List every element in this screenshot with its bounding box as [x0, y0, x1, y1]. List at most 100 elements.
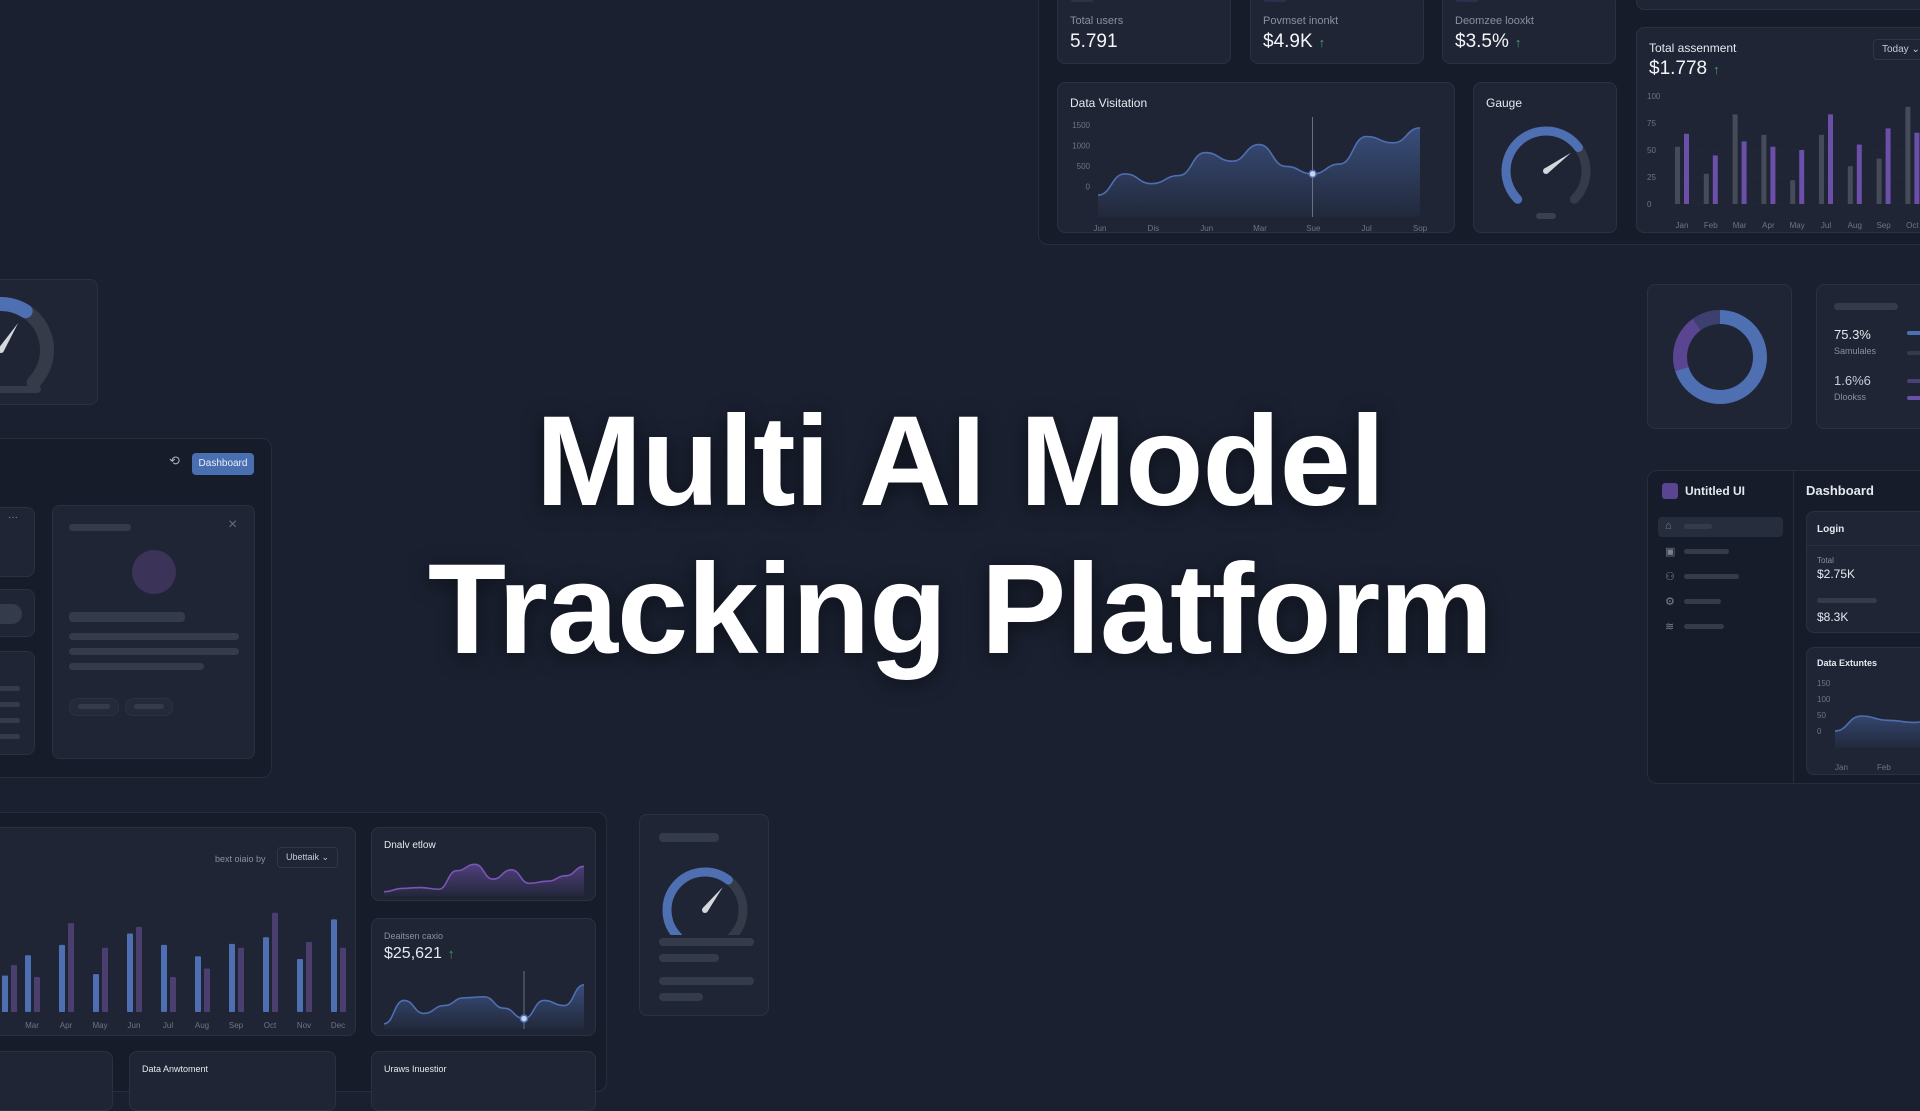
y-tick-label: 50 [1647, 146, 1656, 155]
balance-label: Deaitsen caxio [384, 931, 444, 941]
sort-value: Ubettaik [286, 852, 320, 862]
bar-blue [263, 937, 269, 1012]
x-tick-label: Aug [195, 1021, 209, 1030]
stat-value: $3.5% [1455, 31, 1509, 52]
bar-purple [204, 968, 210, 1012]
y-tick-label: 1500 [1072, 121, 1090, 130]
layout-icon: ▣ [1665, 546, 1676, 558]
flow-card: Dnalv etlow [371, 827, 596, 901]
bar-blue [93, 974, 99, 1012]
card-title: Gauge [1486, 96, 1523, 110]
x-tick-label: Oct [1906, 221, 1919, 230]
sort-dropdown[interactable]: Ubettaik ⌄ [277, 847, 339, 868]
x-tick-label: Jul [163, 1021, 173, 1030]
bar-gray [1761, 134, 1767, 204]
action-button[interactable] [125, 698, 173, 716]
area-fill [384, 864, 584, 896]
settings-icon: ⚙ [1665, 596, 1675, 608]
close-icon[interactable]: × [228, 516, 238, 533]
kpi-value: 1.6%6 [1834, 373, 1871, 388]
bar-gray [1703, 173, 1709, 204]
bar-purple [1684, 133, 1689, 204]
hero-title-line-1: Multi AI Model [535, 390, 1386, 533]
bar-gray [1732, 114, 1738, 204]
y-tick-label: 0 [1086, 183, 1091, 192]
x-tick-label: Jan [1835, 763, 1848, 772]
series-line [1097, 127, 1421, 196]
app-sidebar: Untitled UI ⌂ ▣ ⚇ ⚙ ≋ [1648, 471, 1794, 785]
bar-blue [2, 975, 8, 1012]
y-tick-label: 500 [1077, 162, 1091, 171]
action-button[interactable] [69, 698, 119, 716]
profile-card: × [52, 505, 255, 759]
gauge-chart [1501, 126, 1591, 219]
trend-up-icon: ↑ [1713, 62, 1720, 77]
kpi-value: 75.3% [1834, 327, 1871, 342]
gauge-chart [0, 297, 54, 390]
bar-purple [238, 947, 244, 1012]
nav-item-settings[interactable]: ⚙ [1658, 592, 1783, 612]
bar-purple [306, 942, 312, 1012]
nav-item-layout[interactable]: ▣ [1658, 542, 1783, 562]
mini-card [0, 651, 35, 755]
stat-card-total-users: Total users 5.791 [1057, 0, 1231, 64]
bar-purple [1741, 141, 1747, 204]
users-icon: ⚇ [1665, 571, 1675, 583]
y-tick-label: 100 [1647, 92, 1661, 101]
dashboard-button[interactable]: Dashboard [192, 453, 254, 475]
app-window: Untitled UI ⌂ ▣ ⚇ ⚙ ≋ Dashboard Login To… [1647, 470, 1920, 785]
nav-item-users[interactable]: ⚇ [1658, 567, 1783, 587]
stat-card-2: Povmset inonkt $4.9K↑ [1250, 0, 1424, 64]
page-title: Dashboard [1806, 483, 1874, 498]
bar-blue [161, 944, 167, 1012]
bar-gray [1876, 158, 1882, 204]
brand-name: Untitled UI [1685, 484, 1745, 498]
x-tick-label: Mar [1733, 221, 1747, 230]
gauge-card: Gauge [1473, 82, 1617, 233]
x-tick-label: Jun [1200, 224, 1213, 233]
x-tick-label: Aug [1848, 221, 1862, 230]
bar-purple [272, 912, 278, 1012]
bottom-card [0, 1051, 113, 1111]
x-tick-label: Sop [1413, 224, 1428, 233]
mini-card: ··· [0, 507, 35, 577]
refresh-icon[interactable]: ⟲ [169, 453, 180, 468]
gauge-needle-hub [0, 347, 4, 353]
x-tick-label: May [92, 1021, 107, 1030]
donut-slice [1673, 310, 1767, 404]
nav-item-layers[interactable]: ≋ [1658, 617, 1783, 637]
y-tick-label: 0 [1647, 200, 1652, 209]
x-tick-label: Jan [1676, 221, 1689, 230]
period-dropdown[interactable]: Today ⌄ [1873, 39, 1920, 60]
bar-purple [1856, 144, 1862, 204]
donut-slice [1673, 310, 1767, 404]
series-line [383, 984, 585, 1025]
x-tick-label: Feb [1704, 221, 1718, 230]
card-title: Total assenment [1649, 41, 1737, 55]
donut-card [1647, 284, 1792, 429]
balance-value: $25,621 [384, 945, 442, 962]
x-tick-label: Jul [1362, 224, 1372, 233]
left-app-panel: ⟲ Dashboard ··· × [0, 438, 272, 778]
bar-blue [127, 933, 133, 1012]
trend-up-icon: ↑ [1318, 35, 1326, 50]
x-tick-label: Dis [1148, 224, 1160, 233]
y-tick-label: 25 [1647, 173, 1656, 182]
more-icon[interactable]: ··· [8, 512, 18, 523]
stat-card-3: Deomzee looxkt $3.5%↑ [1442, 0, 1616, 64]
bar-blue [331, 919, 337, 1012]
series-line [1834, 715, 1920, 732]
bar-blue [229, 943, 235, 1012]
card-title: Login [1817, 524, 1845, 535]
donut-chart [1673, 310, 1767, 404]
x-tick-label: Apr [60, 1021, 73, 1030]
period-value: Today [1882, 44, 1909, 55]
balance-card: Deaitsen caxio $25,621↑ [371, 918, 596, 1036]
area-fill [1098, 127, 1420, 217]
nav-item-home[interactable]: ⌂ [1658, 517, 1783, 537]
bar-gray [1675, 146, 1680, 204]
total-label: Total [1817, 556, 1834, 565]
